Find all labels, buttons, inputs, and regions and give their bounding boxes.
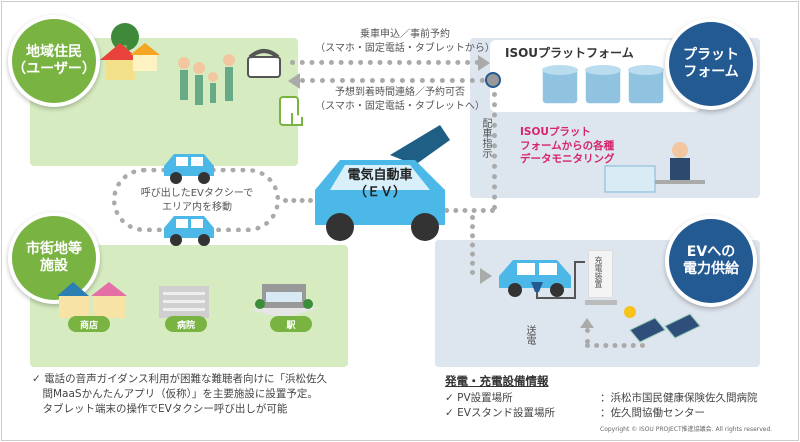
transmission-label: 送電 (524, 325, 535, 345)
reply-arrow (300, 78, 485, 83)
arrow-left-icon (288, 73, 300, 89)
residents-illustration (100, 23, 235, 105)
equipment-item-value: ：佐久間協働センター (600, 407, 705, 419)
ev-label-line1: 電気自動車 (347, 168, 413, 183)
dispatch-arrow-horizontal (435, 208, 495, 213)
charging-ev-illustration (499, 260, 585, 299)
facility-label-hospital: 病院 (165, 316, 207, 332)
equipment-item-value: ：浜松市国民健康保険佐久間病院 (600, 392, 758, 404)
platform-badge: プラット フォーム (665, 18, 757, 110)
charger-label: 充電装置 (594, 256, 603, 288)
equipment-item: ✓ PV設置場所 (445, 392, 513, 404)
ev-car-icon (164, 154, 214, 184)
hospital-illustration (159, 286, 209, 318)
shop-illustration (57, 282, 127, 318)
facility-label-station: 駅 (270, 316, 312, 332)
power-badge: EVへの 電力供給 (665, 215, 757, 307)
dispatch-label: 配車指示 (480, 118, 491, 158)
charger (588, 250, 613, 298)
equipment-info-title: 発電・充電設備情報 (445, 374, 549, 388)
request-text: 乗車申込／事前予約 （スマホ・固定電話・タブレットから） (315, 29, 495, 54)
copyright: Copyright © ISOU PROJECT推進協議会. All right… (600, 426, 773, 433)
ev-to-loop-arrow (283, 198, 313, 203)
ev-label-line2: （ＥＶ） (353, 184, 406, 200)
charger-base (585, 300, 617, 305)
ev-illustration (315, 125, 450, 241)
arrow-right-icon (478, 55, 490, 71)
ev-car-icon (164, 216, 214, 246)
transmission-arrow (585, 328, 590, 344)
ev-label: 電気自動車（ＥＶ） (330, 168, 430, 202)
note-left: ✓ 電話の音声ガイダンス利用が困難な難聴者向けに「浜松佐久 間MaaSかんたんア… (32, 373, 328, 416)
platform-node (485, 72, 501, 88)
arrow-right-icon (480, 268, 492, 284)
operator-illustration (604, 142, 705, 193)
platform-logo: ISOUプラットフォーム (505, 46, 634, 60)
request-arrow (290, 60, 480, 65)
tablet-icon (279, 96, 303, 126)
reply-text: 予想到着時間連絡／予約可否 （スマホ・固定電話・タブレットへ） (315, 87, 485, 112)
transmission-arrow-horizontal (585, 343, 645, 348)
dispatch-down-arrow (470, 215, 475, 275)
monitoring-text: ISOUプラット フォームからの各種 データモニタリング (520, 126, 615, 166)
solar-panel-illustration (624, 306, 701, 343)
equipment-item: ✓ EVスタンド設置場所 (445, 407, 555, 419)
facilities-badge: 市街地等 施設 (8, 212, 100, 304)
loop-text: 呼び出したEVタクシーで エリア内を移動 (140, 188, 254, 213)
database-icon (541, 65, 665, 105)
phone-icon (247, 49, 281, 78)
facility-label-shop: 商店 (68, 316, 110, 332)
dispatch-arrow (492, 92, 497, 210)
residents-badge: 地域住民 （ユーザー） (8, 15, 100, 107)
station-illustration (250, 284, 318, 318)
transmission-arrow-up-icon (580, 318, 594, 328)
